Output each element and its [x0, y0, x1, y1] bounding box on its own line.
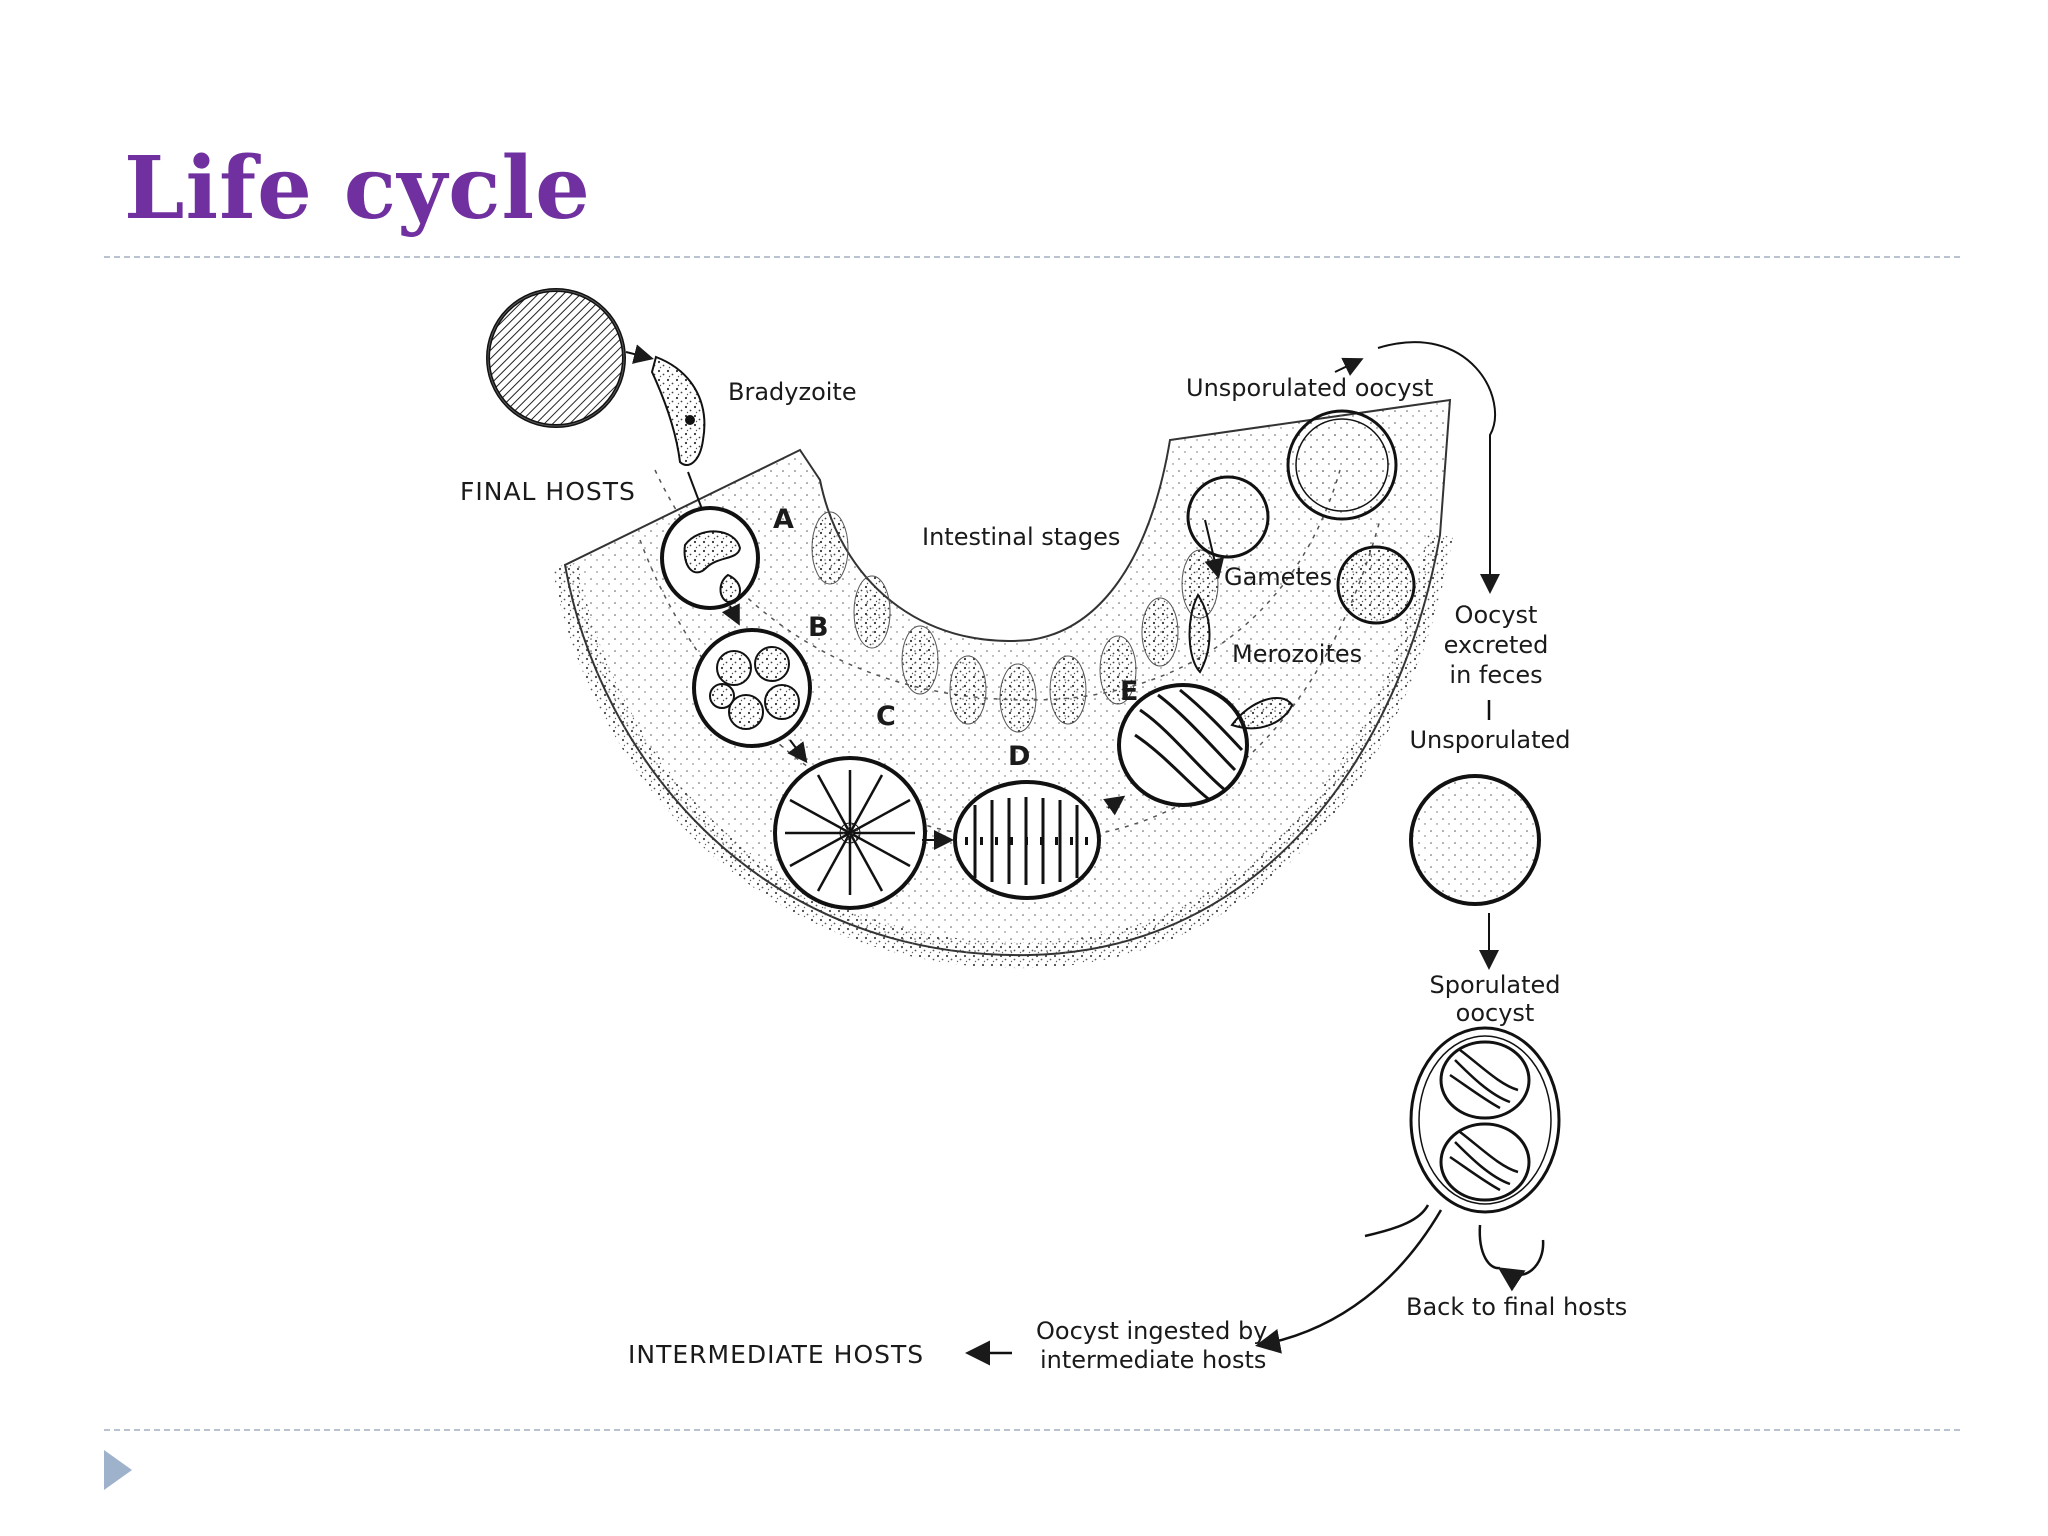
- stage-label-d: D: [1008, 741, 1030, 772]
- label-intermediate-hosts: INTERMEDIATE HOSTS: [628, 1340, 924, 1369]
- stage-d-cell: [953, 780, 1101, 900]
- label-oocyst-excreted-1: Oocyst: [1455, 601, 1538, 629]
- bradyzoite-cell: [650, 355, 706, 467]
- label-unsporulated-oocyst-top: Unsporulated oocyst: [1186, 374, 1433, 402]
- label-oocyst-ingested-2: intermediate hosts: [1040, 1346, 1266, 1374]
- label-intestinal-stages: Intestinal stages: [922, 523, 1120, 551]
- label-unsporulated: Unsporulated: [1409, 726, 1570, 754]
- label-bradyzoite: Bradyzoite: [728, 378, 857, 406]
- sporulated-oocyst: [1409, 1026, 1561, 1214]
- stage-a-cell: [660, 506, 760, 610]
- label-sporulated-oocyst-2: oocyst: [1456, 999, 1535, 1027]
- stage-b-cell: [692, 628, 812, 748]
- top-divider: [104, 256, 1960, 258]
- merozoite-cell: [1230, 696, 1294, 730]
- label-oocyst-excreted-2: excreted: [1444, 631, 1549, 659]
- stage-label-b: B: [808, 612, 829, 643]
- slide-title: Life cycle: [124, 138, 591, 239]
- label-sporulated-oocyst-1: Sporulated: [1429, 971, 1560, 999]
- stage-label-e: E: [1120, 676, 1138, 707]
- gamete-cell: [1188, 593, 1211, 674]
- triangle-right-icon[interactable]: [104, 1450, 132, 1490]
- label-final-hosts: FINAL HOSTS: [460, 477, 636, 506]
- label-oocyst-ingested-1: Oocyst ingested by: [1036, 1317, 1267, 1345]
- label-back-to-final-hosts: Back to final hosts: [1406, 1293, 1627, 1321]
- stage-e-cell: [1117, 683, 1249, 807]
- free-unsporulated-oocyst: [1409, 774, 1541, 906]
- tissue-cyst: [486, 288, 626, 428]
- stage-c-cell: [773, 756, 927, 910]
- stage-label-a: A: [773, 504, 794, 535]
- bottom-divider: [104, 1429, 1960, 1431]
- label-oocyst-excreted-3: in feces: [1449, 661, 1542, 689]
- label-merozoites: Merozoites: [1232, 640, 1362, 668]
- label-gametes: Gametes: [1224, 563, 1332, 591]
- stage-label-c: C: [876, 701, 896, 732]
